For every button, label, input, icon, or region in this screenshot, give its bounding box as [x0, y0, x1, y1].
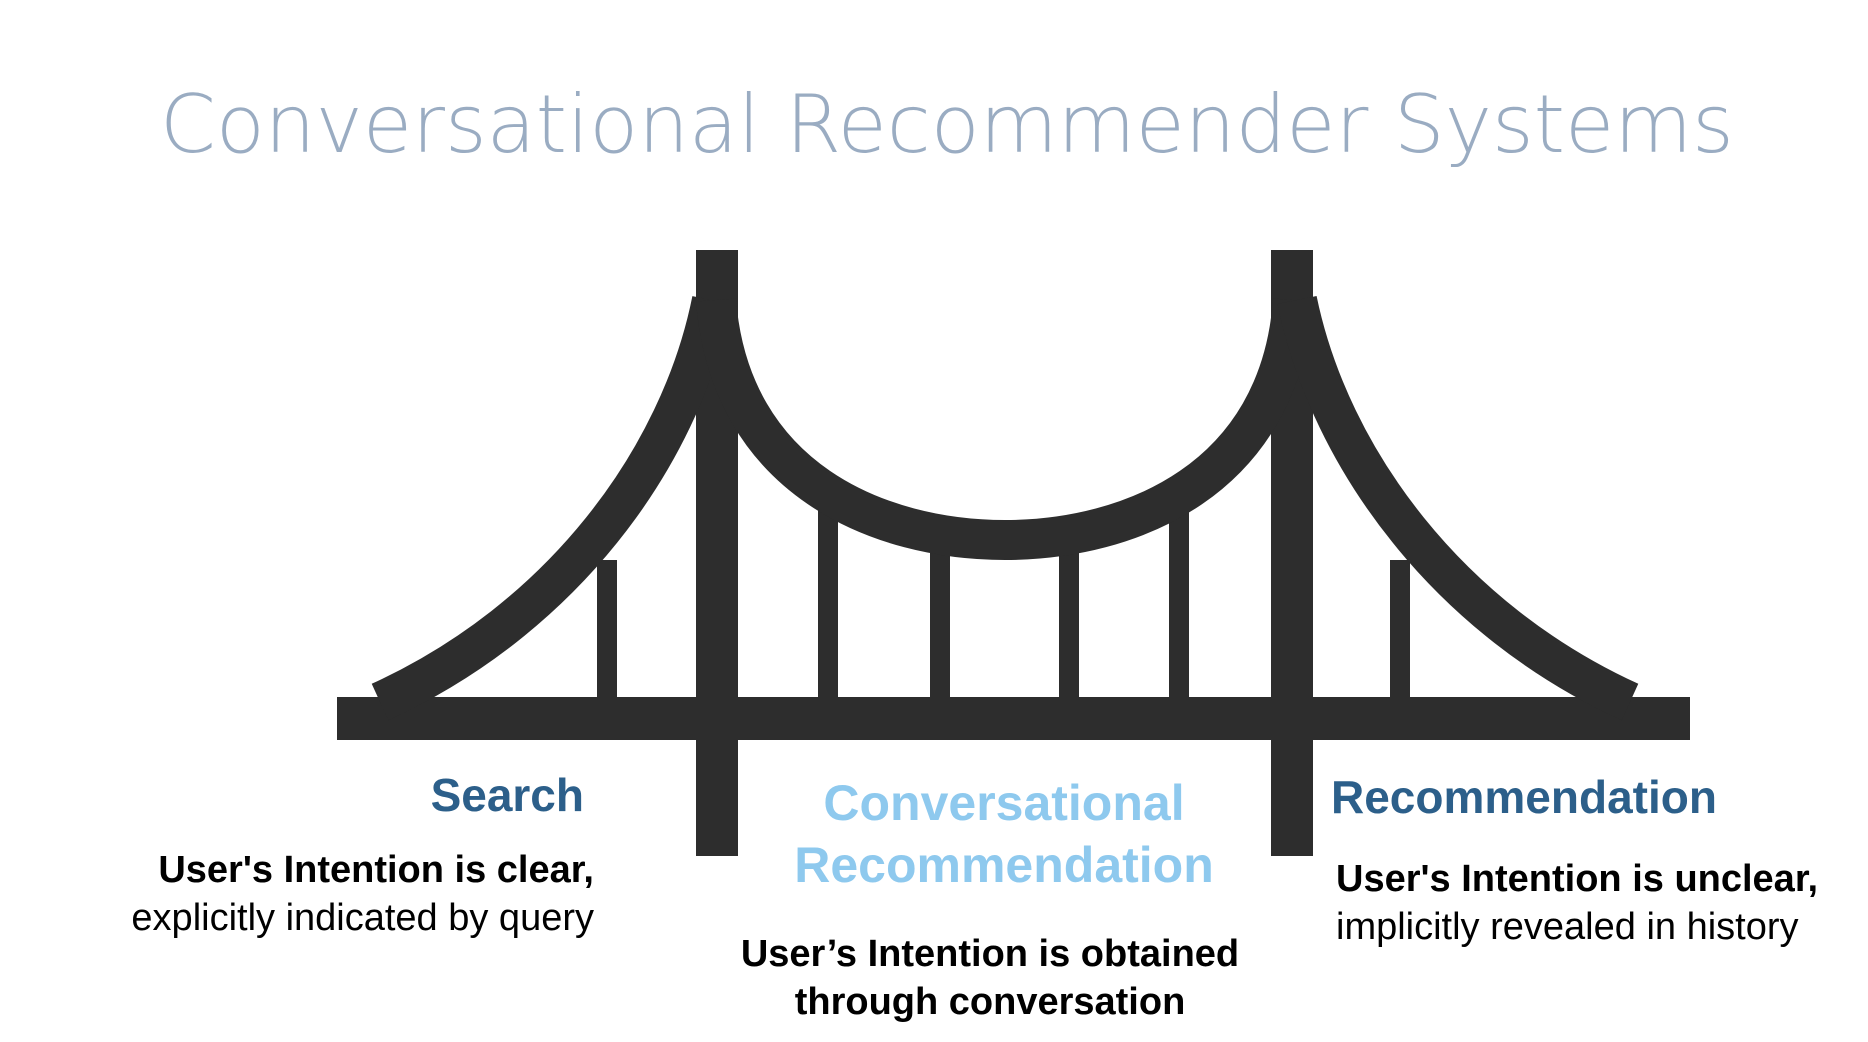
conversational-heading-line1: Conversational — [823, 775, 1185, 831]
bridge-suspender — [1390, 560, 1410, 700]
bridge-suspender — [930, 548, 950, 700]
recommendation-heading: Recommendation — [1331, 771, 1717, 823]
recommendation-description-line1: User's Intention is unclear, — [1336, 858, 1819, 900]
conversational-description-line2: through conversation — [794, 981, 1186, 1023]
bridge-suspender — [597, 560, 617, 700]
search-heading: Search — [430, 769, 584, 821]
recommendation-description-line2: implicitly revealed in history — [1336, 906, 1799, 948]
search-description-line2: explicitly indicated by query — [131, 897, 594, 939]
bridge-cable-left — [371, 296, 732, 721]
bridge-deck — [337, 697, 1690, 740]
conversational-heading-line2: Recommendation — [794, 837, 1214, 893]
bridge-suspender — [1059, 548, 1079, 700]
conversational-heading: Conversational Recommendation — [794, 772, 1214, 896]
bridge-cable-middle — [696, 298, 1313, 561]
search-description: User's Intention is clear, explicitly in… — [131, 846, 594, 942]
bridge-suspender — [818, 510, 838, 700]
search-description-line1: User's Intention is clear, — [158, 849, 594, 891]
bridge-cable-right — [1277, 295, 1639, 721]
bridge-suspender — [1169, 510, 1189, 700]
conversational-description-line1: User’s Intention is obtained — [740, 933, 1240, 975]
conversational-description: User’s Intention is obtained through con… — [741, 930, 1239, 1026]
slide-title: Conversational Recommender Systems — [160, 78, 1734, 171]
recommendation-description: User's Intention is unclear, implicitly … — [1336, 855, 1818, 951]
